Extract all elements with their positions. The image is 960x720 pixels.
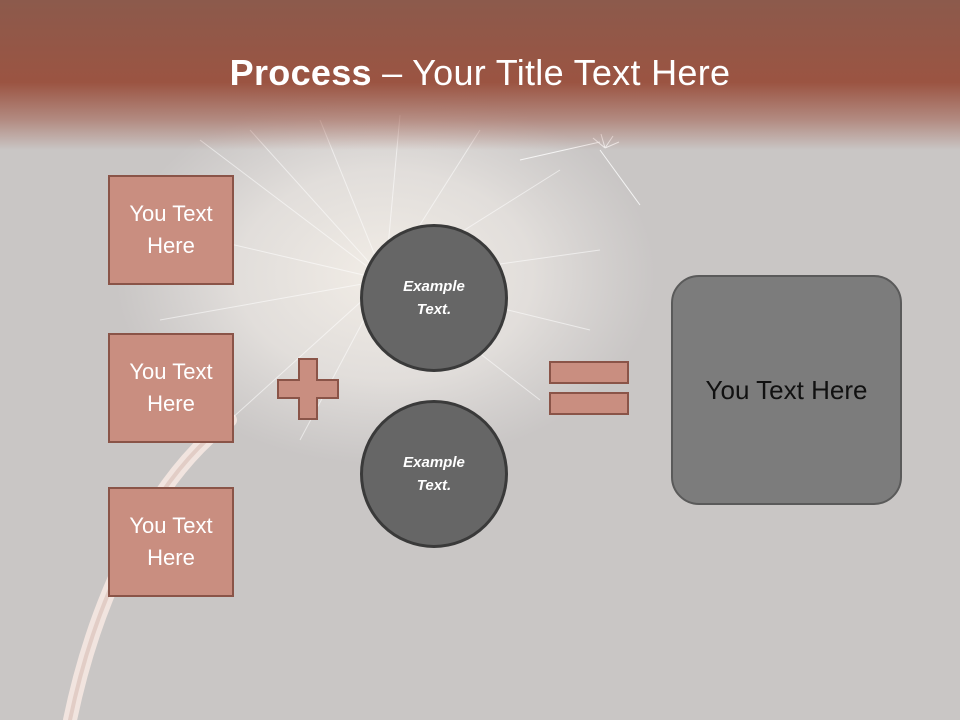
input-box-2-label: You Text Here [129,359,213,416]
input-box-3-label: You Text Here [129,513,213,570]
input-box-1[interactable]: You Text Here [108,175,234,285]
result-box-label: You Text Here [705,374,868,405]
example-circle-2[interactable]: Example Text. [360,400,508,548]
equals-icon [549,361,629,415]
input-box-3[interactable]: You Text Here [108,487,234,597]
example-circle-1[interactable]: Example Text. [360,224,508,372]
result-box[interactable]: You Text Here [671,275,902,505]
input-box-1-label: You Text Here [129,201,213,258]
title-rest: – Your Title Text Here [371,52,731,93]
title-bar [0,0,960,150]
example-circle-1-label: Example Text. [403,278,465,318]
input-box-2[interactable]: You Text Here [108,333,234,443]
title-bold: Process [229,52,372,93]
slide-title: Process – Your Title Text Here [0,52,960,94]
example-circle-2-label: Example Text. [403,454,465,494]
plus-icon [277,358,339,420]
